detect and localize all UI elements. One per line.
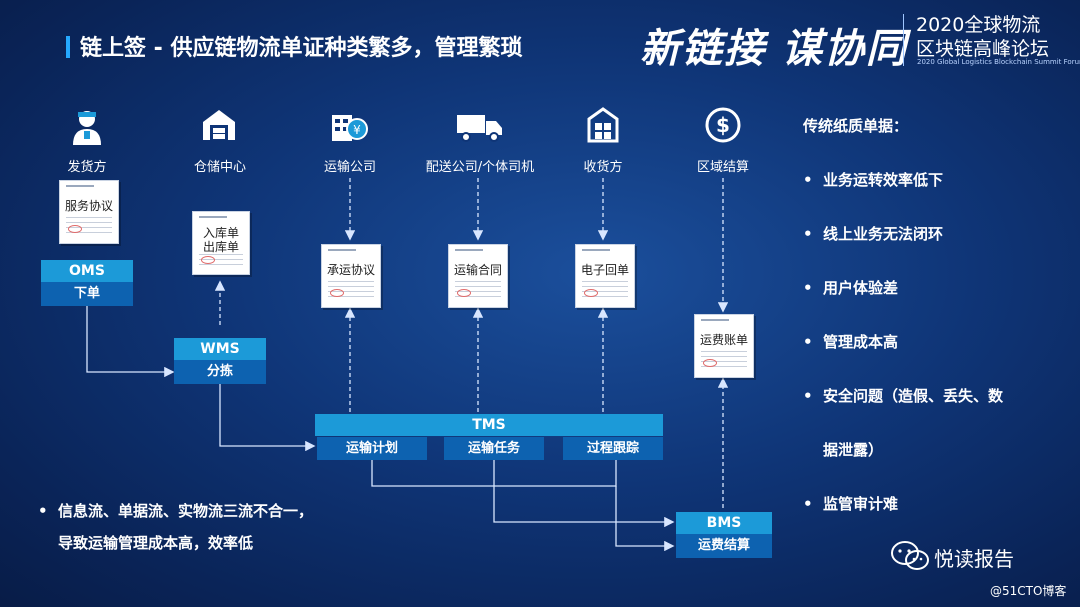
issue-item-user-experience: •用户体验差 (803, 279, 899, 297)
role-label-delivery: 配送公司/个体司机 (425, 160, 535, 175)
dollar-coin-icon: $ (704, 106, 742, 144)
svg-text:¥: ¥ (353, 123, 361, 137)
site-watermark: @51CTO博客 (990, 584, 1067, 598)
tms-sub-transport-plan: 运输计划 (317, 437, 427, 460)
track-bms-connector (615, 486, 675, 552)
document-freight-bill: 运费账单 (694, 314, 754, 378)
role-label-shipper: 发货方 (67, 160, 107, 175)
oms-system-action: 下单 (41, 282, 133, 306)
issue-item-efficiency: •业务运转效率低下 (803, 171, 944, 189)
issue-item-audit: •监管审计难 (803, 495, 899, 513)
issue-item-label: 用户体验差 (823, 279, 899, 297)
brand-divider (903, 14, 904, 66)
role-label-receiver: 收货方 (583, 160, 623, 175)
tms-sub-process-tracking: 过程跟踪 (563, 437, 663, 460)
bms-system-name: BMS (676, 512, 772, 534)
document-title: 运输合同 (453, 263, 502, 277)
wms-system-action: 分拣 (174, 360, 266, 384)
wms-system-name: WMS (174, 338, 266, 360)
wechat-icon (890, 540, 930, 576)
document-carrier-agreement: 承运协议 (321, 244, 381, 308)
bottom-note-text: 信息流、单据流、实物流三流不合一， (58, 502, 314, 520)
issue-item-label: 线上业务无法闭环 (823, 225, 944, 243)
brand-title-line2: 区块链高峰论坛 (916, 38, 1050, 60)
document-title: 承运协议 (326, 263, 375, 277)
tms-system-name: TMS (315, 414, 663, 436)
warehouse-icon (200, 106, 238, 144)
wms-tms-connector (219, 384, 316, 452)
document-e-receipt: 电子回单 (575, 244, 635, 308)
issue-item-closed-loop: •线上业务无法闭环 (803, 225, 944, 243)
issue-item-label: 安全问题（造假、丢失、数 (823, 387, 1004, 405)
brand-subtitle: 2020 Global Logistics Blockchain Summit … (917, 58, 1080, 66)
bottom-note-line2: 导致运输管理成本高，效率低 (58, 534, 254, 552)
page-title: 链上签 - 供应链物流单证种类繁多，管理繁琐 (80, 36, 523, 61)
bms-system-action: 运费结算 (676, 534, 772, 558)
document-title: 运费账单 (699, 333, 748, 347)
document-inbound-outbound: 入库单出库单 (192, 211, 250, 275)
worker-icon (68, 108, 106, 146)
bottom-note-line1: •信息流、单据流、实物流三流不合一， (38, 502, 314, 520)
oms-system-name: OMS (41, 260, 133, 282)
oms-wms-connector (86, 306, 175, 378)
brand-title-line1: 2020全球物流 (916, 14, 1041, 36)
issue-item-security-continued: 据泄露） (823, 441, 884, 459)
issue-item-management-cost: •管理成本高 (803, 333, 899, 351)
document-title: 服务协议 (64, 199, 113, 213)
tms-sub-transport-task: 运输任务 (444, 437, 544, 460)
truck-icon (456, 108, 504, 146)
issue-item-security: •安全问题（造假、丢失、数 (803, 387, 1004, 405)
issue-item-label: 管理成本高 (823, 333, 899, 351)
transport-company-icon: ¥ (330, 106, 368, 144)
role-label-transport: 运输公司 (323, 160, 376, 175)
document-title-inbound: 入库单 (202, 226, 239, 240)
title-accent-bar (66, 36, 70, 58)
svg-text:$: $ (716, 113, 730, 137)
tms-bms-connector (493, 460, 675, 528)
role-label-warehouse: 仓储中心 (193, 160, 246, 175)
role-label-settlement: 区域结算 (696, 160, 749, 175)
package-box-icon (584, 106, 622, 144)
brand-slogan: 新链接 谋协同 (640, 25, 908, 72)
wechat-account-name: 悦读报告 (934, 547, 1014, 571)
document-service-agreement: 服务协议 (59, 180, 119, 244)
document-title: 电子回单 (580, 263, 629, 277)
document-transport-contract: 运输合同 (448, 244, 508, 308)
issue-item-label: 业务运转效率低下 (823, 171, 944, 189)
document-title-outbound: 出库单 (202, 240, 239, 254)
issue-item-label: 监管审计难 (823, 495, 899, 513)
traditional-paper-title: 传统纸质单据： (803, 117, 909, 135)
